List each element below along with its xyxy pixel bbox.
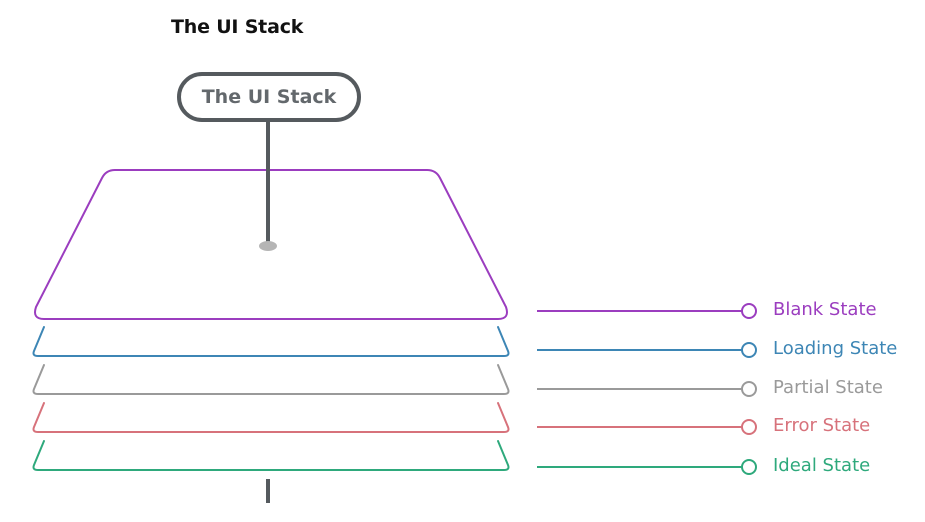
- label-error-state: Error State: [773, 415, 871, 436]
- leader-partial-circle: [741, 381, 757, 397]
- layer-error-slab: [32, 402, 510, 433]
- leader-loading-circle: [741, 342, 757, 358]
- label-ideal-state: Ideal State: [773, 455, 871, 476]
- layer-loading-slab: [32, 326, 510, 357]
- label-partial-state: Partial State: [773, 377, 883, 398]
- label-blank-state: Blank State: [773, 299, 877, 320]
- stack-anchor-dot: [259, 241, 277, 251]
- page-title: The UI Stack: [171, 16, 304, 38]
- layer-partial-slab: [32, 364, 510, 395]
- label-loading-state: Loading State: [773, 338, 898, 359]
- layer-ideal-slab: [32, 440, 510, 471]
- leader-ideal-circle: [741, 459, 757, 475]
- leader-blank-circle: [741, 303, 757, 319]
- leader-error-circle: [741, 419, 757, 435]
- stack-pill-label: The UI Stack: [177, 72, 361, 122]
